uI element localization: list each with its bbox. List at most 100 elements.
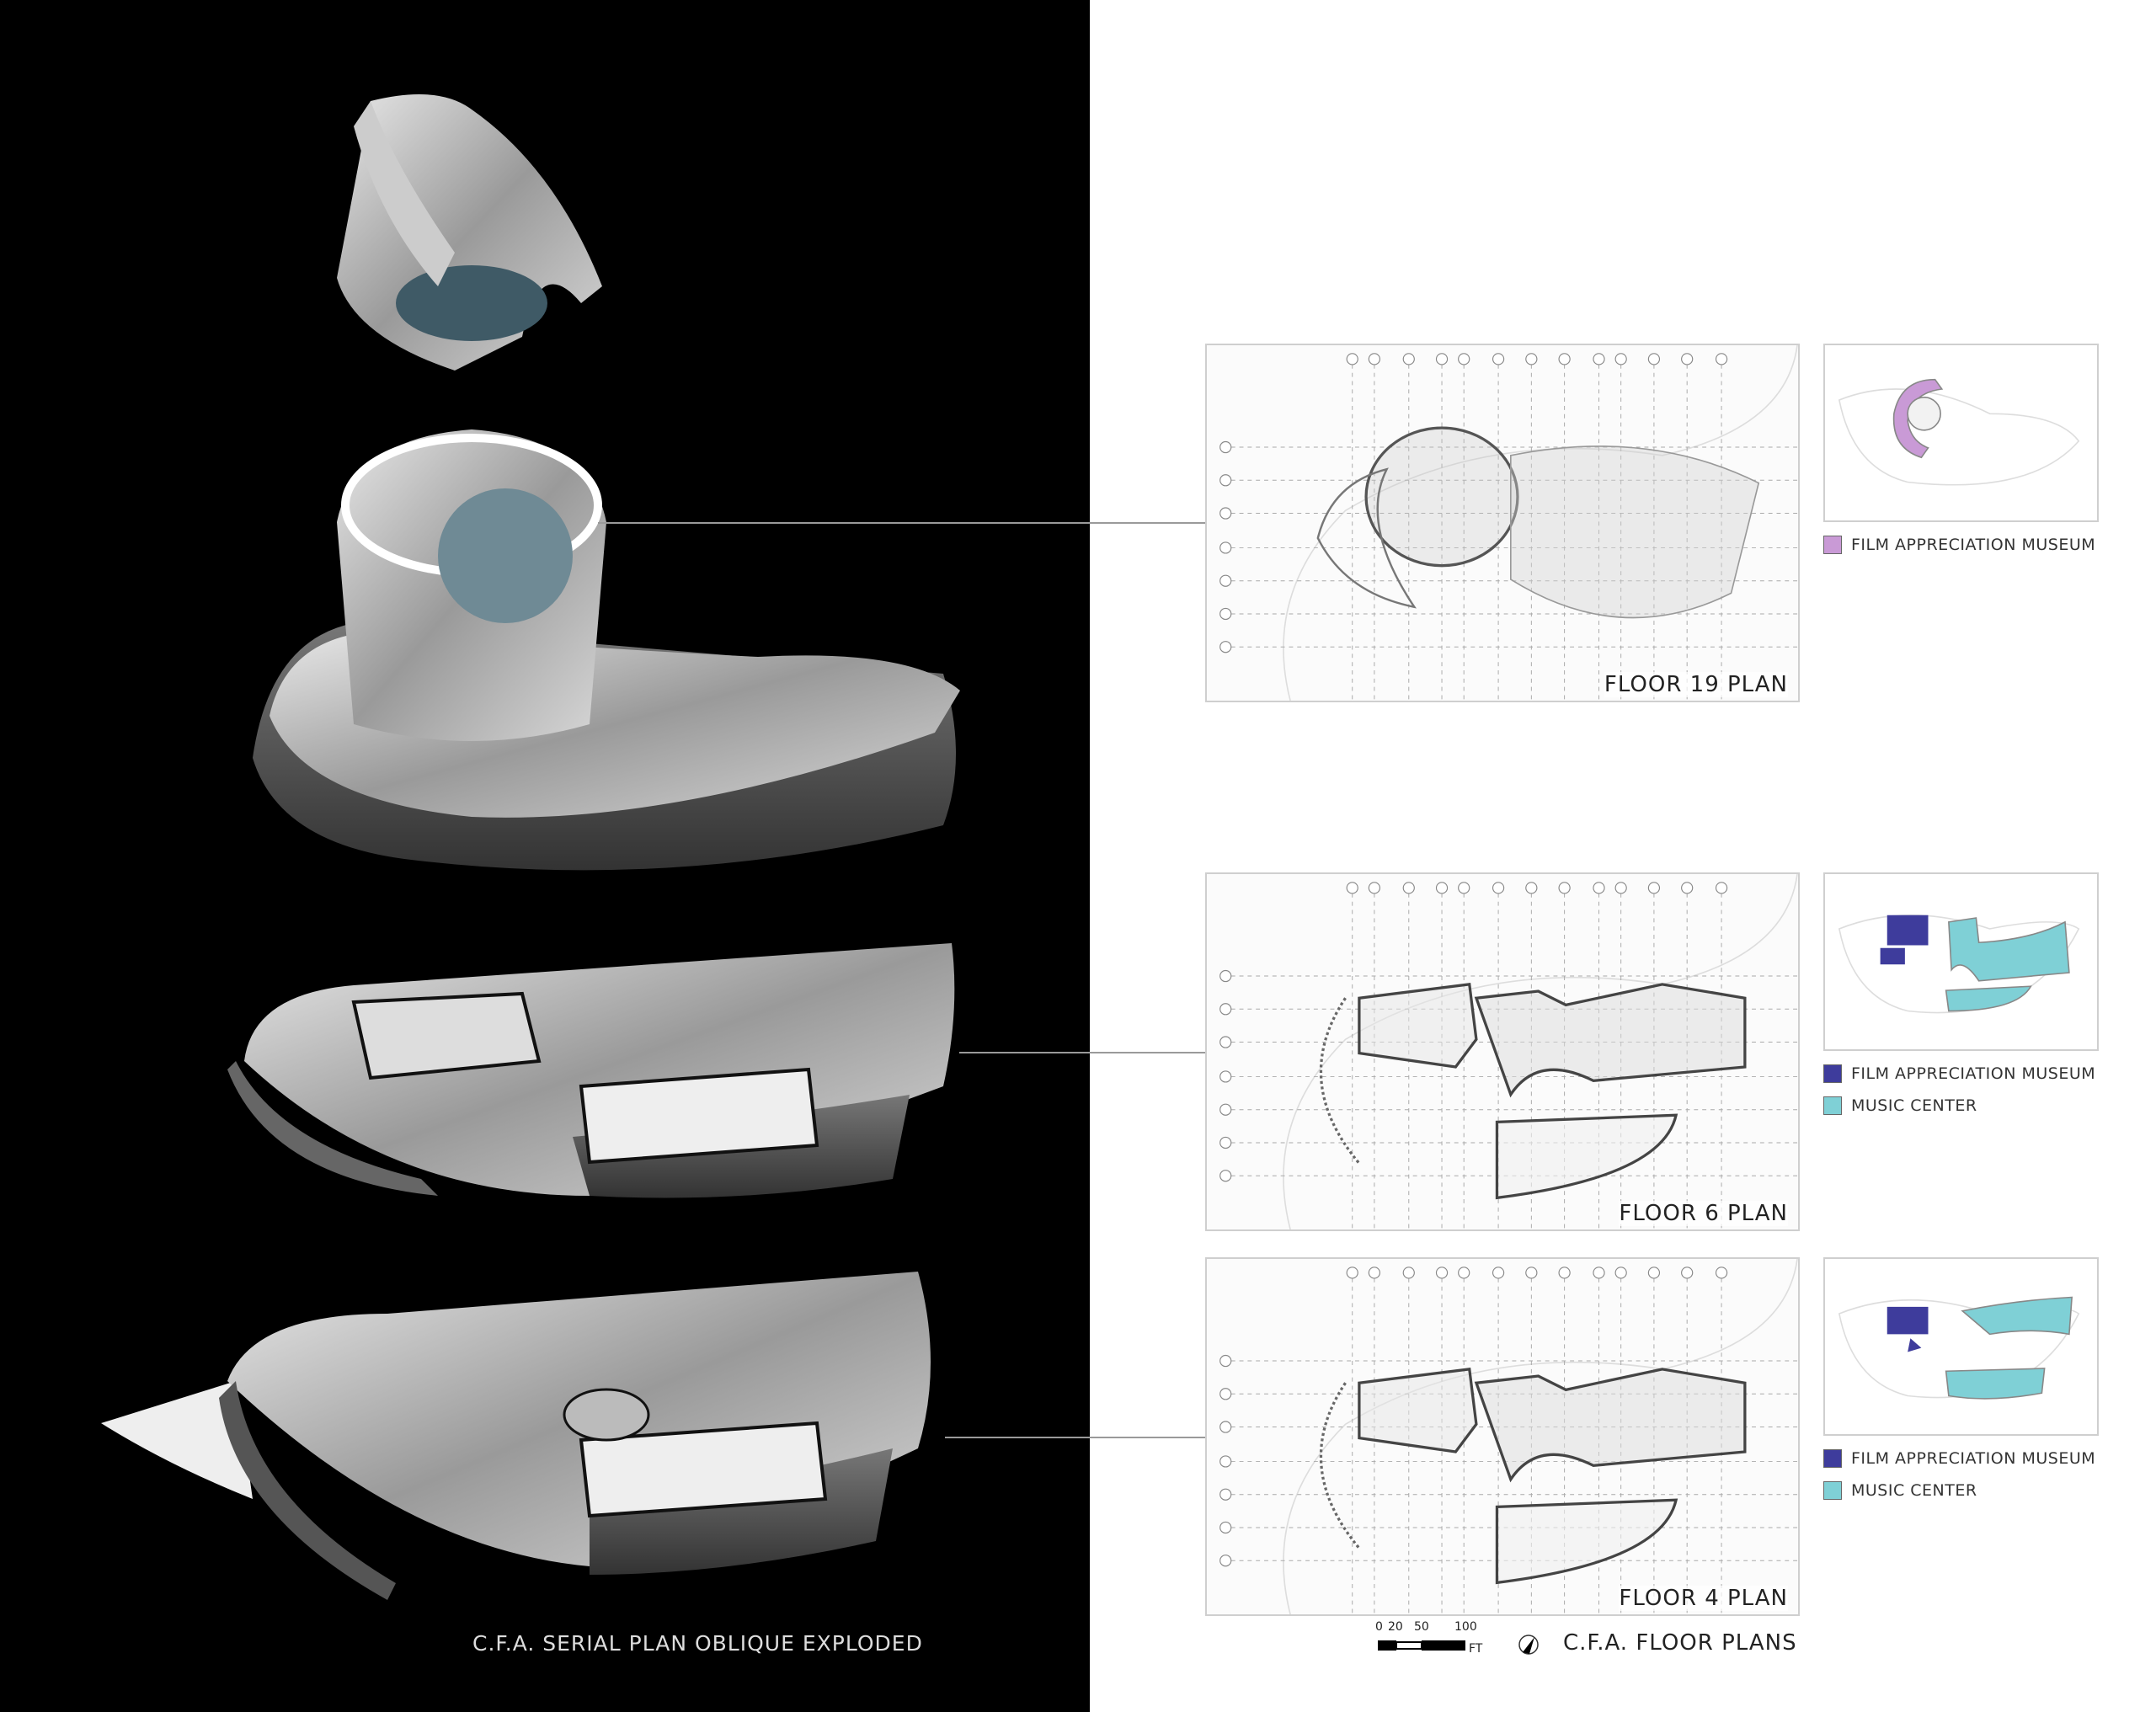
row-bubble xyxy=(1219,1488,1232,1501)
row-bubble xyxy=(1219,1170,1232,1182)
column-bubble xyxy=(1458,882,1470,894)
scale-unit: FT xyxy=(1469,1642,1483,1656)
column-bubble xyxy=(1368,1267,1380,1279)
column-bubble xyxy=(1558,882,1571,894)
curved-wall xyxy=(1316,467,1417,609)
legend-swatch xyxy=(1823,536,1842,554)
column-bubble xyxy=(1346,882,1358,894)
scale-tick: 20 xyxy=(1388,1620,1403,1634)
leader-line-floor-4 xyxy=(945,1437,1205,1438)
legend-item: MUSIC CENTER xyxy=(1823,1096,1977,1115)
row-bubble xyxy=(1219,1421,1232,1433)
row-bubble xyxy=(1219,1070,1232,1083)
row-bubble xyxy=(1219,541,1232,554)
hall-outline xyxy=(1474,983,1747,1098)
column-bubble xyxy=(1525,882,1538,894)
floor-19-plan: FLOOR 19 PLAN xyxy=(1205,344,1800,702)
row-bubble xyxy=(1219,1455,1232,1468)
site-outline xyxy=(1283,1259,1798,1614)
column-bubble xyxy=(1715,1267,1728,1279)
floor-4-module xyxy=(101,1272,931,1600)
legend-label: MUSIC CENTER xyxy=(1851,1096,1977,1115)
exploded-oblique-panel: C.F.A. SERIAL PLAN OBLIQUE EXPLODED xyxy=(0,0,1090,1712)
plan-title: FLOOR 4 PLAN xyxy=(1619,1586,1788,1611)
roof-outline xyxy=(1509,445,1760,619)
legend-label: MUSIC CENTER xyxy=(1851,1481,1977,1500)
curved-facade xyxy=(1319,1382,1361,1549)
column-bubble xyxy=(1614,882,1627,894)
scale-tick: 50 xyxy=(1414,1620,1429,1634)
column-bubble xyxy=(1346,353,1358,365)
column-bubble xyxy=(1402,882,1415,894)
legend-item: FILM APPRECIATION MUSEUM xyxy=(1823,536,2095,554)
legend-label: FILM APPRECIATION MUSEUM xyxy=(1851,1064,2096,1083)
legend-swatch xyxy=(1823,1481,1842,1500)
column-bubble xyxy=(1647,353,1661,365)
legend-label: FILM APPRECIATION MUSEUM xyxy=(1851,536,2096,554)
row-bubble xyxy=(1219,574,1232,587)
site-outline xyxy=(1283,345,1798,701)
floor-6-plan: FLOOR 6 PLAN xyxy=(1205,872,1800,1231)
column-bubble xyxy=(1681,353,1694,365)
column-bubble xyxy=(1558,353,1571,365)
column-bubble xyxy=(1435,1267,1449,1279)
row-bubble xyxy=(1219,1521,1232,1534)
row-bubble xyxy=(1219,1003,1232,1016)
column-bubble xyxy=(1715,353,1728,365)
column-bubble xyxy=(1346,1267,1358,1279)
column-bubble xyxy=(1368,882,1380,894)
hall-outline xyxy=(1474,1368,1747,1483)
floor-4-key-plan xyxy=(1823,1257,2099,1436)
row-bubble xyxy=(1219,969,1232,983)
column-bubble xyxy=(1593,882,1605,894)
row-bubble xyxy=(1219,1036,1232,1048)
roof-shell xyxy=(337,94,602,371)
row-bubble xyxy=(1219,1388,1232,1400)
column-bubble xyxy=(1614,1267,1627,1279)
floor-plans-caption: C.F.A. FLOOR PLANS xyxy=(1563,1630,1797,1656)
column-bubble xyxy=(1525,1267,1538,1279)
row-bubble xyxy=(1219,1555,1232,1567)
plan-title: FLOOR 6 PLAN xyxy=(1619,1201,1788,1226)
column-bubble xyxy=(1614,353,1627,365)
column-bubble xyxy=(1492,1267,1505,1279)
column-bubble xyxy=(1458,1267,1470,1279)
site-outline xyxy=(1283,874,1798,1229)
core-outline xyxy=(1358,983,1478,1069)
curved-facade xyxy=(1319,997,1361,1165)
floor-6-module xyxy=(227,943,955,1198)
column-bubble xyxy=(1525,353,1538,365)
column-bubble xyxy=(1435,882,1449,894)
row-bubble xyxy=(1219,507,1232,520)
legend-item: MUSIC CENTER xyxy=(1823,1481,1977,1500)
floor-6-key-plan xyxy=(1823,872,2099,1051)
scale-tick: 0 xyxy=(1375,1620,1383,1634)
north-arrow-icon xyxy=(1518,1635,1539,1655)
row-bubble xyxy=(1219,1354,1232,1368)
column-bubble xyxy=(1681,882,1694,894)
legend-item: FILM APPRECIATION MUSEUM xyxy=(1823,1064,2095,1083)
wing-outline xyxy=(1495,1113,1678,1200)
column-bubble xyxy=(1681,1267,1694,1279)
exploded-oblique-drawing xyxy=(101,94,960,1600)
column-bubble xyxy=(1458,353,1470,365)
row-bubble xyxy=(1219,440,1232,454)
legend-swatch xyxy=(1823,1096,1842,1115)
column-bubble xyxy=(1593,353,1605,365)
column-bubble xyxy=(1435,353,1449,365)
legend-swatch xyxy=(1823,1064,1842,1083)
floor-19-key-plan xyxy=(1823,344,2099,522)
column-bubble xyxy=(1492,353,1505,365)
column-bubble xyxy=(1593,1267,1605,1279)
plan-title: FLOOR 19 PLAN xyxy=(1604,672,1788,697)
tower-outline xyxy=(1364,426,1519,568)
row-bubble xyxy=(1219,1103,1232,1116)
row-bubble xyxy=(1219,474,1232,487)
column-bubble xyxy=(1368,353,1380,365)
legend-item: FILM APPRECIATION MUSEUM xyxy=(1823,1449,2095,1468)
row-bubble xyxy=(1219,1136,1232,1149)
leader-line-floor-19 xyxy=(598,522,1205,524)
floor-4-plan: FLOOR 4 PLAN xyxy=(1205,1257,1800,1616)
column-bubble xyxy=(1715,882,1728,894)
wing-outline xyxy=(1495,1498,1678,1585)
